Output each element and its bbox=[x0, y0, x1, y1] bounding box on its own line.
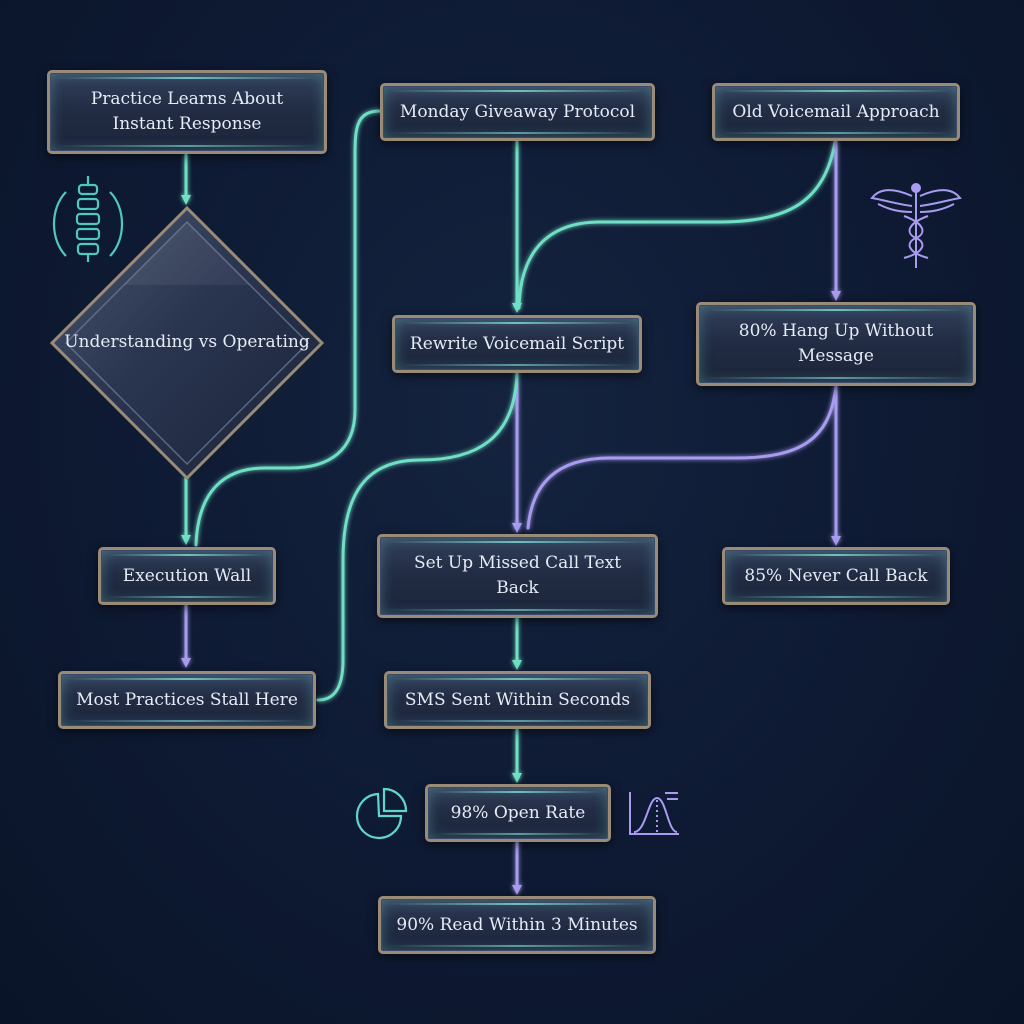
connector-old-voicemail-to-rewrite bbox=[517, 140, 837, 310]
decision-understanding-label: Understanding vs Operating bbox=[64, 332, 310, 352]
spine-icon bbox=[53, 176, 123, 262]
node-read-within-label: 90% Read Within 3 Minutes bbox=[396, 914, 638, 935]
node-stall-here: Most Practices Stall Here bbox=[58, 671, 316, 729]
node-sms-sent: SMS Sent Within Seconds bbox=[384, 671, 651, 729]
node-open-rate: 98% Open Rate bbox=[425, 784, 611, 842]
node-sms-sent-label: SMS Sent Within Seconds bbox=[404, 689, 631, 710]
connector-monday-loop-to-execution bbox=[194, 109, 382, 547]
node-never-call-back: 85% Never Call Back bbox=[722, 547, 950, 605]
node-missed-call: Set Up Missed Call Text Back bbox=[377, 534, 658, 618]
node-missed-call-label: Set Up Missed Call Text Back bbox=[413, 553, 622, 598]
caduceus-icon bbox=[870, 183, 962, 268]
bell-curve-icon bbox=[629, 792, 679, 835]
node-execution-wall: Execution Wall bbox=[98, 547, 276, 605]
node-execution-wall-label: Execution Wall bbox=[122, 565, 252, 586]
node-practice-learns-label: Practice Learns About Instant Response bbox=[90, 89, 284, 134]
node-rewrite-script-label: Rewrite Voicemail Script bbox=[409, 333, 625, 354]
node-monday-giveaway: Monday Giveaway Protocol bbox=[380, 83, 655, 141]
node-hang-up: 80% Hang Up Without Message bbox=[696, 302, 976, 386]
pie-chart-icon bbox=[355, 787, 408, 840]
node-hang-up-label: 80% Hang Up Without Message bbox=[738, 321, 934, 366]
node-old-voicemail-label: Old Voicemail Approach bbox=[732, 101, 940, 122]
node-read-within: 90% Read Within 3 Minutes bbox=[378, 896, 656, 954]
node-monday-giveaway-label: Monday Giveaway Protocol bbox=[399, 101, 636, 122]
connector-hangup-to-missed-call bbox=[526, 384, 838, 530]
connector-rewrite-to-stall-loop bbox=[316, 371, 519, 702]
node-never-call-back-label: 85% Never Call Back bbox=[744, 565, 928, 586]
decision-diamond bbox=[49, 205, 325, 481]
node-open-rate-label: 98% Open Rate bbox=[450, 802, 586, 823]
node-practice-learns: Practice Learns About Instant Response bbox=[47, 70, 327, 154]
node-old-voicemail: Old Voicemail Approach bbox=[712, 83, 960, 141]
node-stall-here-label: Most Practices Stall Here bbox=[76, 689, 298, 710]
node-rewrite-script: Rewrite Voicemail Script bbox=[392, 315, 642, 373]
